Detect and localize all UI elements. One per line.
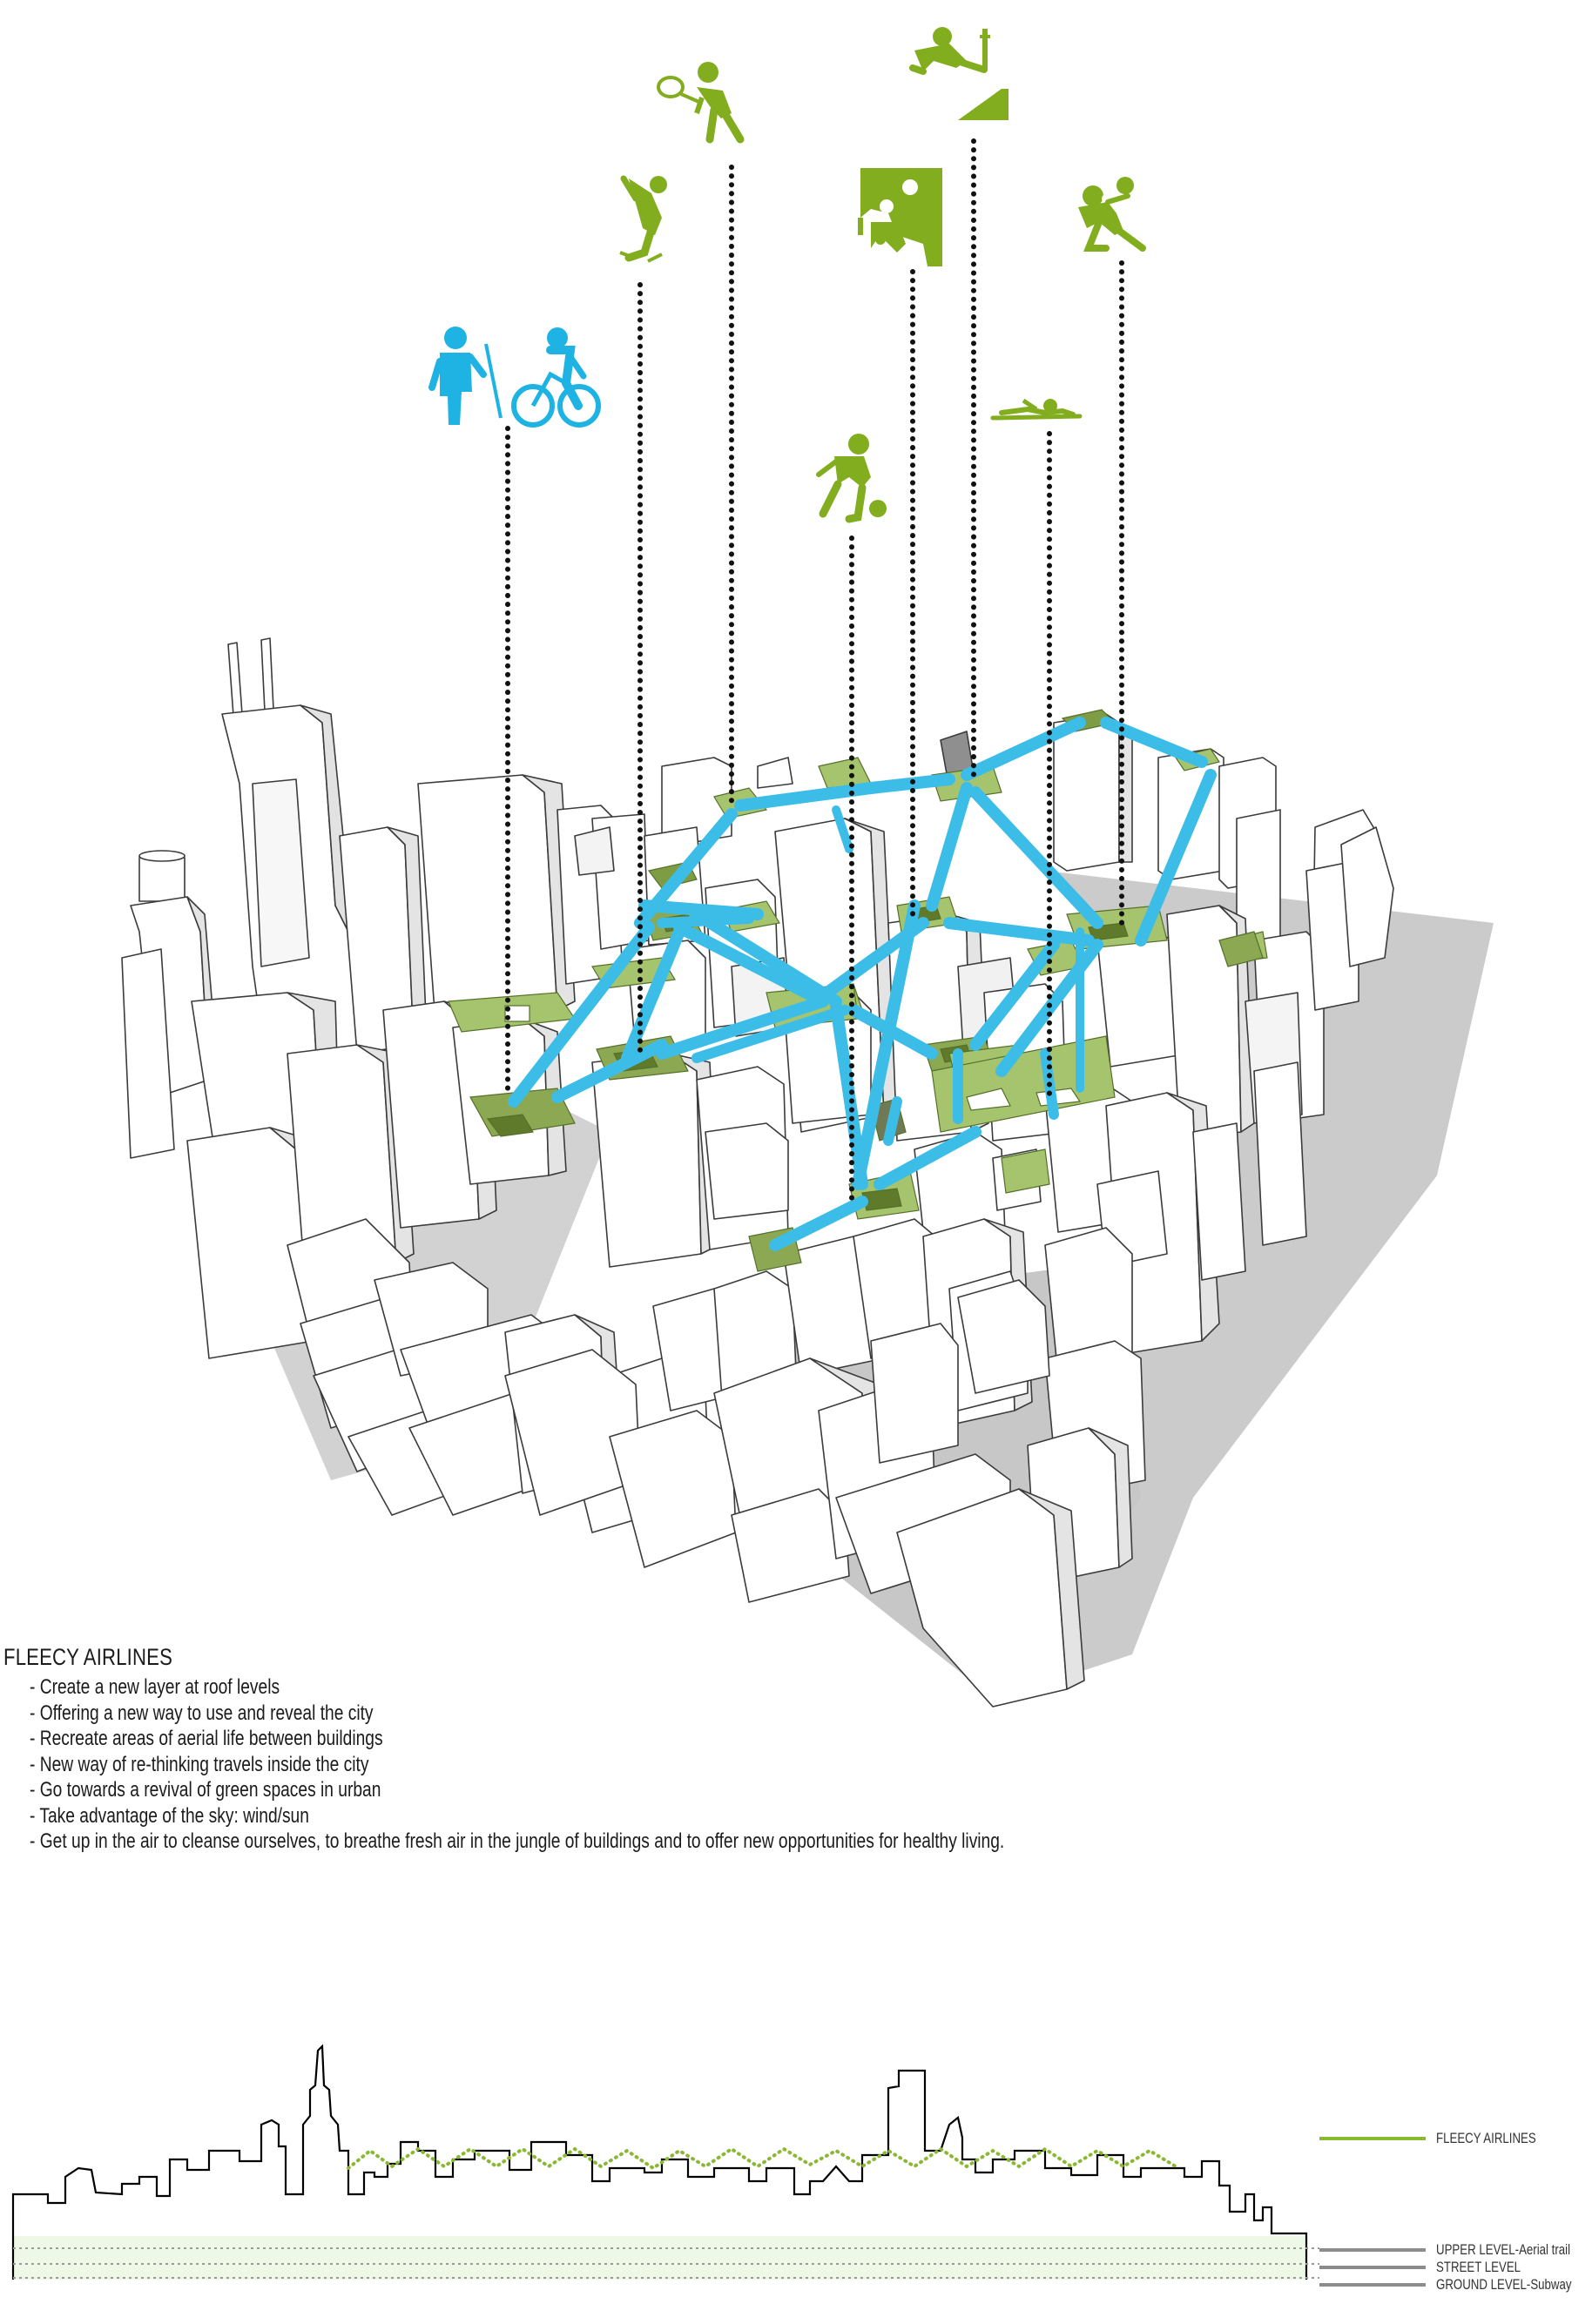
legend-label: GROUND LEVEL-Subway (1436, 2276, 1572, 2293)
legend-swatch (1319, 2137, 1426, 2140)
legend-label: FLEECY AIRLINES (1436, 2130, 1536, 2146)
list-item: - Go towards a revival of green spaces i… (30, 1778, 381, 1802)
blocks-left-front (186, 992, 567, 1516)
skyline-section (11, 2044, 1319, 2280)
legend-item-upper-level: UPPER LEVEL-Aerial trail (1319, 2240, 1592, 2260)
legend-item-ground-level: GROUND LEVEL-Subway (1319, 2274, 1592, 2295)
legend-swatch (1319, 2266, 1426, 2269)
climbing-wall-icon (858, 168, 942, 266)
volleyball-player-icon (1078, 177, 1146, 252)
skyline-outline (11, 2044, 1308, 2280)
legend-item-fleecy-airlines: FLEECY AIRLINES (1319, 2128, 1564, 2149)
aerial-bridges (508, 717, 1217, 1251)
towers-left-mid (339, 774, 706, 1054)
description: FLEECY AIRLINES - Create a new layer at … (3, 1644, 1136, 1855)
description-list: - Create a new layer at roof levels - Of… (3, 1674, 1136, 1855)
blocks-foreground (504, 1279, 1085, 1708)
legend-label: UPPER LEVEL-Aerial trail (1436, 2241, 1571, 2258)
blocks-right (1044, 826, 1394, 1377)
list-item: - New way of re-thinking travels inside … (30, 1752, 369, 1776)
list-item: - Recreate areas of aerial life between … (30, 1727, 383, 1750)
list-item: - Create a new layer at roof levels (30, 1675, 280, 1699)
legend-swatch (1319, 2248, 1426, 2252)
swimmer-icon (990, 398, 1083, 421)
legend-item-street-level: STREET LEVEL (1319, 2257, 1544, 2278)
list-item: - Get up in the air to cleanse ourselves… (30, 1829, 1005, 1853)
city-block-model (121, 637, 1394, 1708)
walker-icon (428, 327, 503, 425)
legend-label: STREET LEVEL (1436, 2259, 1521, 2275)
fleecy-airlines-zigzag (347, 2146, 1177, 2171)
legend-swatch (1319, 2283, 1426, 2287)
cyclist-icon (511, 327, 601, 428)
description-title: FLEECY AIRLINES (3, 1644, 173, 1670)
skater-icon (619, 175, 667, 263)
list-item: - Offering a new way to use and reveal t… (30, 1701, 374, 1725)
tennis-player-icon (657, 62, 745, 144)
list-item: - Take advantage of the sky: wind/sun (30, 1803, 309, 1828)
parkour-jumper-icon (909, 27, 1008, 120)
leader-lines (505, 138, 1124, 1204)
soccer-player-icon (816, 434, 887, 523)
